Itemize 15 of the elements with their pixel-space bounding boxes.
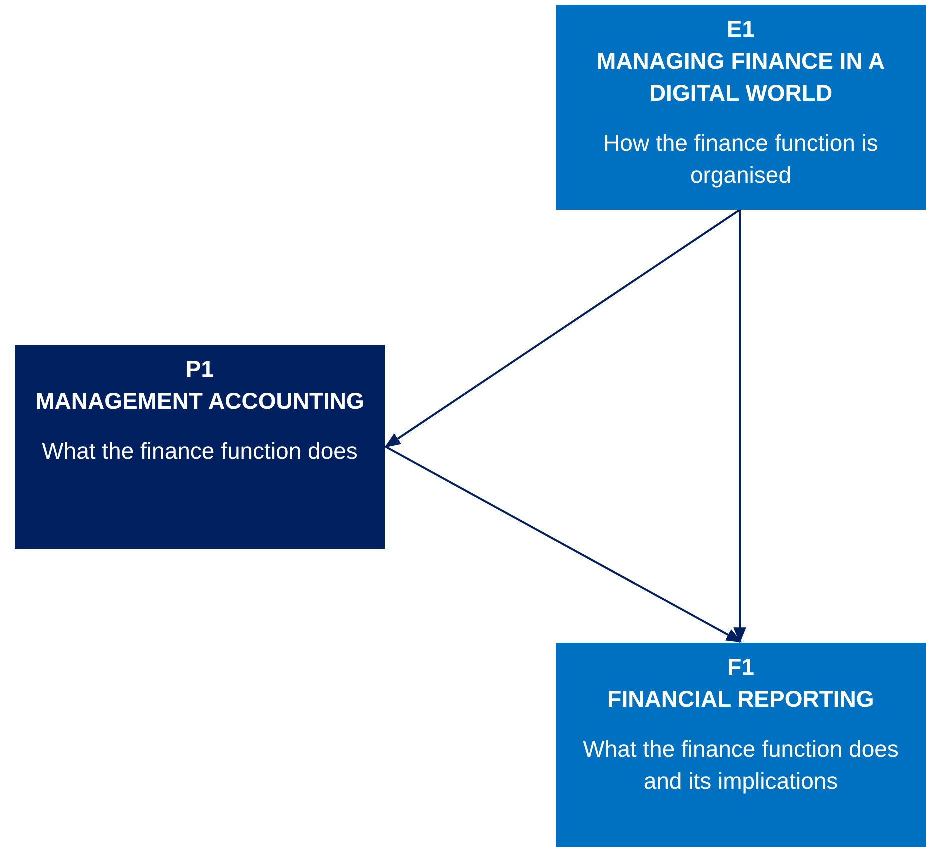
paper-title: MANAGING FINANCE IN A DIGITAL WORLD: [596, 47, 886, 108]
arrow: [384, 209, 741, 448]
arrow: [386, 446, 742, 643]
description-text: What the finance function does: [42, 437, 358, 466]
paper-title: FINANCIAL REPORTING: [608, 685, 874, 714]
paper-code: E1: [726, 15, 756, 44]
description-text: What the finance function does and its implications: [582, 735, 900, 796]
paper-code: F1: [728, 653, 754, 682]
paper-code: P1: [186, 355, 214, 384]
arrow: [734, 210, 746, 644]
description-text: How the finance function is organised: [602, 129, 880, 190]
paper-title: MANAGEMENT ACCOUNTING: [36, 387, 364, 416]
topic-box: [556, 643, 926, 847]
topic-box: [556, 5, 926, 210]
topic-box: [15, 345, 385, 549]
